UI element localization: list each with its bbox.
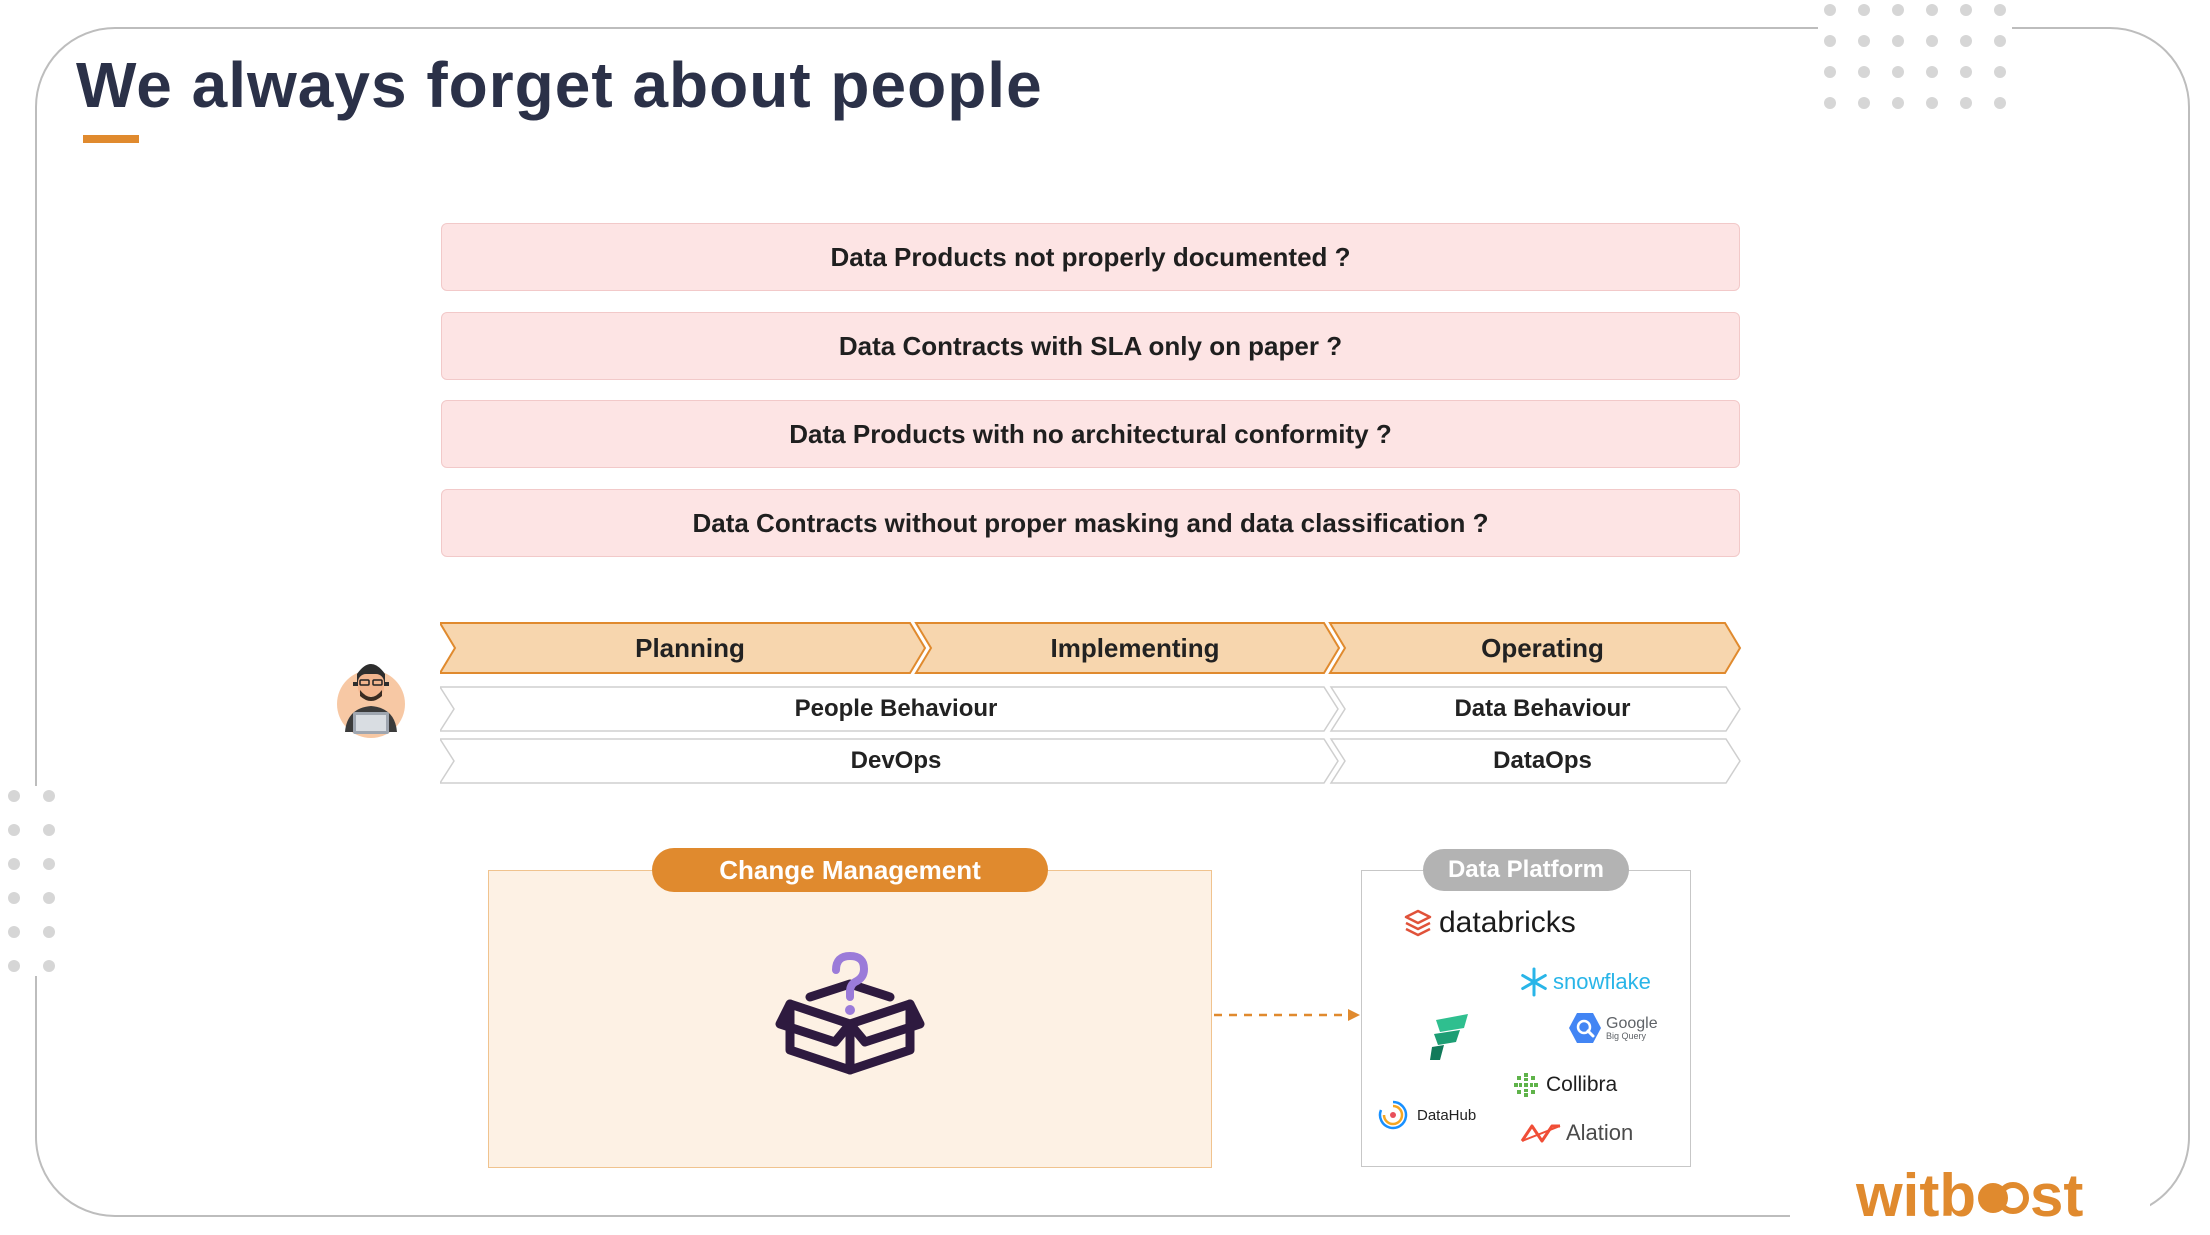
data-platform-box	[1361, 870, 1691, 1167]
phase-implementing: Implementing	[1050, 632, 1220, 663]
phase-operating: Operating	[1481, 632, 1604, 663]
dashed-arrow	[1214, 1009, 1360, 1021]
collibra-logo: Collibra	[1512, 1071, 1617, 1099]
label-dataops: DataOps	[1493, 747, 1592, 774]
alation-icon	[1520, 1124, 1561, 1143]
phase-planning: Planning	[635, 632, 745, 663]
dot-grid-left	[6, 786, 57, 976]
brand-text-right: st	[2029, 1162, 2084, 1229]
dot-grid-top-right	[1818, 4, 2012, 109]
snowflake-logo: snowflake	[1518, 966, 1651, 998]
bigquery-logo: Google Big Query	[1568, 1012, 1658, 1044]
developer-avatar	[333, 652, 409, 738]
lane-people-behaviour	[440, 686, 1339, 732]
bigquery-icon	[1569, 1013, 1601, 1043]
bigquery-text: Big Query	[1606, 1030, 1647, 1041]
label-data-behaviour: Data Behaviour	[1454, 695, 1631, 722]
ops-labels: DevOps DataOps	[440, 738, 1742, 784]
question-box-icon	[775, 952, 925, 1075]
frame-gap	[1790, 1195, 2150, 1235]
collibra-icon	[1514, 1073, 1538, 1097]
chevron-planning	[440, 622, 927, 674]
datahub-logo: DataHub	[1375, 1098, 1476, 1132]
slide-title: We always forget about people	[76, 49, 1043, 121]
databricks-logo: databricks	[1403, 906, 1576, 940]
brand-text-left: witb	[1856, 1162, 1976, 1229]
phase-chevrons	[440, 622, 1742, 674]
change-management-box	[488, 870, 1212, 1168]
chevron-operating	[1328, 622, 1742, 674]
alation-text: Alation	[1566, 1120, 1634, 1145]
question-conformity: Data Products with no architectural conf…	[441, 400, 1740, 468]
fabric-icon	[1430, 1014, 1468, 1060]
lane-dataops	[1329, 738, 1741, 784]
datahub-text: DataHub	[1417, 1106, 1477, 1124]
lane-devops	[440, 738, 1339, 784]
ops-lanes	[440, 738, 1741, 784]
phase-labels: Planning Implementing Operating	[440, 622, 1742, 674]
brand-oo-icon	[1977, 1182, 2029, 1214]
question-masking: Data Contracts without proper masking an…	[441, 489, 1740, 557]
databricks-text: databricks	[1439, 906, 1576, 939]
alation-logo: Alation	[1520, 1120, 1633, 1146]
behaviour-lanes	[440, 686, 1741, 732]
witboost-logo: witb st	[1856, 1166, 2083, 1226]
data-platform-label: Data Platform	[1423, 849, 1629, 891]
slide-frame	[35, 27, 2190, 1217]
databricks-icon	[1404, 909, 1432, 937]
collibra-text: Collibra	[1546, 1073, 1618, 1096]
change-management-label: Change Management	[652, 848, 1048, 892]
title-underline	[83, 135, 139, 143]
datahub-icon	[1378, 1100, 1408, 1130]
chevron-implementing	[914, 622, 1341, 674]
question-sla: Data Contracts with SLA only on paper ?	[441, 312, 1740, 380]
developer-icon	[337, 664, 405, 738]
google-text: Google	[1606, 1014, 1658, 1032]
lane-data-behaviour	[1329, 686, 1741, 732]
snowflake-text: snowflake	[1553, 969, 1651, 994]
snowflake-icon	[1521, 967, 1547, 997]
label-people-behaviour: People Behaviour	[794, 695, 998, 722]
question-documentation: Data Products not properly documented ?	[441, 223, 1740, 291]
behaviour-labels: People Behaviour Data Behaviour	[440, 686, 1742, 732]
label-devops: DevOps	[850, 747, 942, 774]
